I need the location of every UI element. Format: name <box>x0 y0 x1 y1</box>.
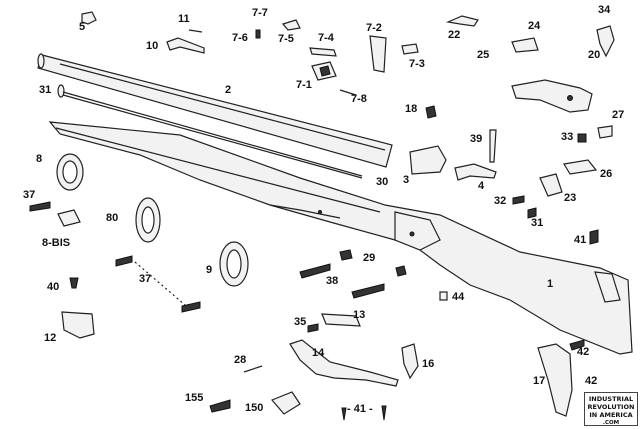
callout-7-3: 7-3 <box>409 58 425 70</box>
logo-line-1: INDUSTRIAL <box>588 395 634 403</box>
part-ramrod <box>57 84 363 179</box>
site-logo: INDUSTRIAL REVOLUTION IN AMERICA .COM <box>584 392 638 426</box>
callout-17: 17 <box>533 375 546 387</box>
callout-7-8: 7-8 <box>351 93 367 105</box>
callout-37-upper: 37 <box>23 189 36 201</box>
part-37-screw <box>29 201 51 212</box>
part-8-band <box>56 153 84 191</box>
part-4 <box>454 163 497 181</box>
part-39 <box>489 129 497 163</box>
callout-31-lock: 31 <box>531 217 544 229</box>
part-44 <box>439 291 448 301</box>
part-18 <box>425 105 437 119</box>
part-22 <box>445 15 479 27</box>
callout-80: 80 <box>106 212 119 224</box>
callout-38: 38 <box>326 275 339 287</box>
callout-32: 32 <box>494 195 507 207</box>
callout-29: 29 <box>363 252 376 264</box>
callout-42-lower: 42 <box>585 375 598 387</box>
part-barrel <box>37 53 393 168</box>
callout-30: 30 <box>376 176 389 188</box>
part-33 <box>577 133 587 143</box>
callout-22: 22 <box>448 29 461 41</box>
callout-20: 20 <box>588 49 601 61</box>
callout-7-5: 7-5 <box>278 33 294 45</box>
callout-3: 3 <box>403 174 410 186</box>
part-20 <box>596 25 615 58</box>
callout-18: 18 <box>405 103 418 115</box>
part-3 <box>409 145 447 175</box>
callout-33: 33 <box>561 131 574 143</box>
callout-7-2: 7-2 <box>366 22 382 34</box>
callout-28: 28 <box>234 354 247 366</box>
part-17 <box>537 343 573 417</box>
logo-line-4: .COM <box>602 420 620 426</box>
callout-8: 8 <box>36 153 43 165</box>
part-12 <box>61 311 95 339</box>
part-80-band <box>135 197 161 243</box>
callout-155: 155 <box>185 392 204 404</box>
callout-7-1: 7-1 <box>296 79 312 91</box>
part-stock <box>48 121 633 355</box>
callout-11: 11 <box>178 13 190 25</box>
callout-41-stock: 41 <box>574 234 587 246</box>
callout-8-bis: 8-BIS <box>42 237 71 249</box>
callout-39: 39 <box>470 133 483 145</box>
logo-line-3: IN AMERICA <box>589 411 633 419</box>
callout-40: 40 <box>47 281 60 293</box>
callout-27: 27 <box>612 109 625 121</box>
callout-23: 23 <box>564 192 577 204</box>
part-11 <box>188 29 203 33</box>
part-10 <box>166 37 205 54</box>
callout-14: 14 <box>312 347 325 359</box>
callout-44: 44 <box>452 291 465 303</box>
callout-25: 25 <box>477 49 490 61</box>
callout-16: 16 <box>422 358 435 370</box>
part-lockplate <box>511 79 593 113</box>
callout-34: 34 <box>598 4 611 16</box>
callout-42-upper: 42 <box>577 346 590 358</box>
callout-24: 24 <box>528 20 541 32</box>
part-40 <box>69 277 79 289</box>
callout-37-lower: 37 <box>139 273 152 285</box>
part-41 <box>589 229 599 245</box>
part-150 <box>270 391 301 415</box>
callout-41-guard: - 41 - <box>347 403 373 415</box>
callout-31-ramrod: 31 <box>39 84 52 96</box>
part-9-band <box>219 241 249 287</box>
part-7-group <box>255 19 419 96</box>
callout-35: 35 <box>294 316 307 328</box>
part-5 <box>81 11 97 25</box>
part-26 <box>563 159 598 175</box>
callout-26: 26 <box>600 168 613 180</box>
callout-9: 9 <box>206 264 213 276</box>
callout-2: 2 <box>225 84 232 96</box>
part-155 <box>209 399 231 413</box>
part-24 <box>511 37 539 53</box>
callout-1: 1 <box>547 278 554 290</box>
part-23 <box>539 173 563 197</box>
callout-7-6: 7-6 <box>232 32 248 44</box>
callout-12: 12 <box>44 332 57 344</box>
callout-150: 150 <box>245 402 264 414</box>
part-8bis <box>57 209 81 227</box>
callout-10: 10 <box>146 40 159 52</box>
part-14 <box>289 339 399 387</box>
callout-4: 4 <box>478 180 485 192</box>
callout-7-7: 7-7 <box>252 7 268 19</box>
logo-line-2: REVOLUTION <box>587 403 635 411</box>
callout-7-4: 7-4 <box>318 32 334 44</box>
callout-5: 5 <box>79 21 86 33</box>
part-16 <box>401 343 419 380</box>
callout-13: 13 <box>353 309 366 321</box>
part-28 <box>243 365 263 373</box>
part-13 <box>321 313 361 327</box>
